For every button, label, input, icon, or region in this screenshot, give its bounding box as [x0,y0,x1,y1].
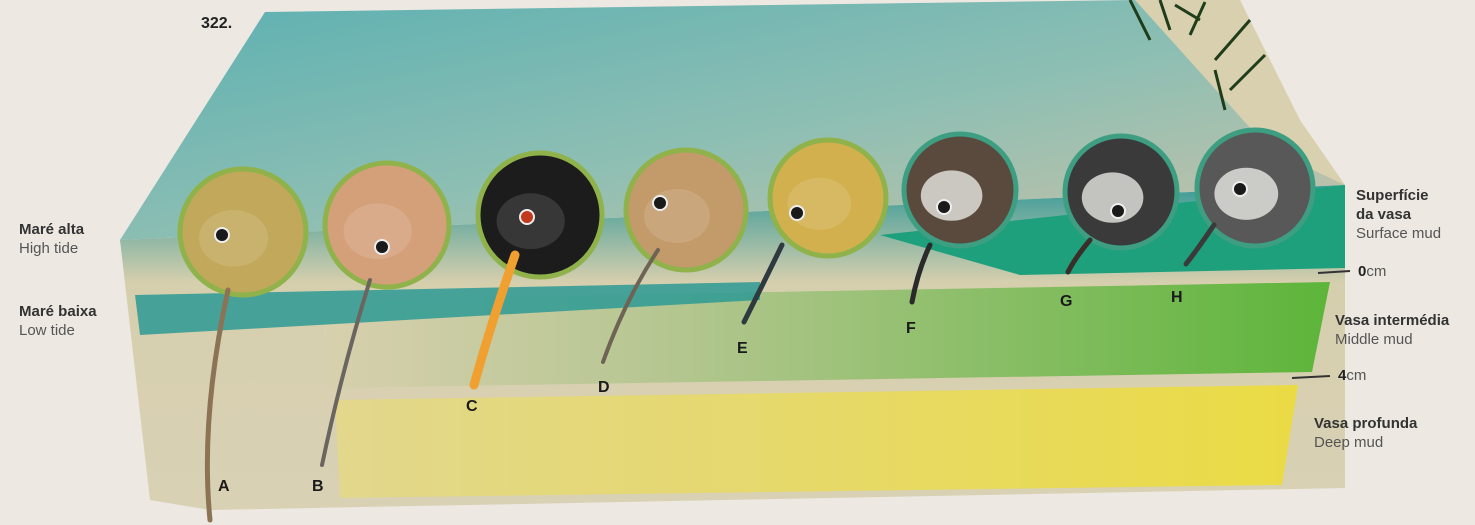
depth-label-0: 0cm [1358,263,1386,280]
bird-face-patch [644,189,710,243]
bird-label-f: F [906,320,916,338]
bird-eye-icon [1111,204,1125,218]
bird-eye-icon [937,200,951,214]
bird-label-c: C [466,398,478,416]
bird-label-e: E [737,340,748,358]
bird-face-patch [921,170,983,220]
bird-face-patch [199,210,268,267]
depth-label-4: 4cm [1338,367,1366,384]
bird-label-g: G [1060,293,1072,311]
bird-eye-icon [215,228,229,242]
bird-eye-icon [653,196,667,210]
bird-eye-icon [790,206,804,220]
deep-mud-layer [335,385,1298,498]
bird-eye-icon [520,210,534,224]
bird-label-h: H [1171,289,1183,307]
figure-number: 322. [201,15,232,33]
bird-label-a: A [218,478,230,496]
bird-face-patch [787,178,851,230]
bird-label-d: D [598,379,610,397]
bird-eye-icon [1233,182,1247,196]
bird-eye-icon [375,240,389,254]
bird-label-b: B [312,478,324,496]
